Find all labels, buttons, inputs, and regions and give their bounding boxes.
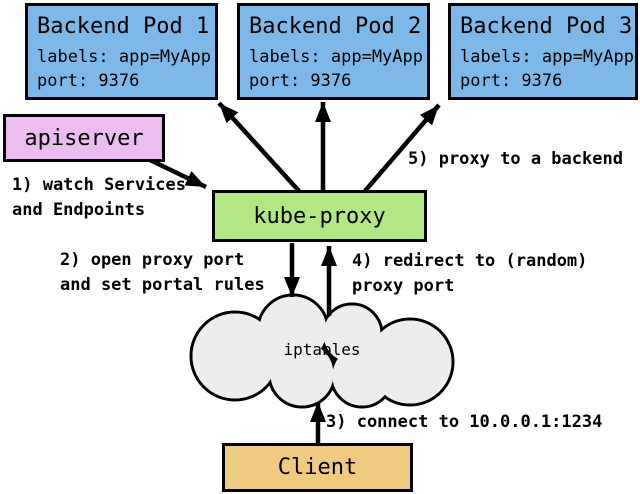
annotation-redirect-line1: 4) redirect to (random) xyxy=(352,251,588,271)
annotation-open-proxy-port: 2) open proxy port and set portal rules xyxy=(60,248,265,298)
arrow-apiserver-to-kubeproxy xyxy=(149,157,207,190)
kube-proxy-label: kube-proxy xyxy=(253,203,386,229)
apiserver-box: apiserver xyxy=(3,114,165,162)
kube-proxy-box: kube-proxy xyxy=(212,190,427,242)
annotation-redirect-line2: proxy port xyxy=(352,276,455,296)
backend-pod-1-labels: labels: app=MyApp xyxy=(37,47,211,67)
arrow-kubeproxy-to-pod1 xyxy=(217,101,301,193)
annotation-redirect: 4) redirect to (random) proxy port xyxy=(352,249,587,299)
apiserver-label: apiserver xyxy=(24,125,144,151)
iptables-label: iptables xyxy=(283,340,361,359)
annotation-open-proxy-port-line1: 2) open proxy port xyxy=(60,250,245,270)
backend-pod-2-box: Backend Pod 2 labels: app=MyApp port: 93… xyxy=(237,3,430,100)
annotation-watch-services-line1: 1) watch Services xyxy=(12,175,186,195)
annotation-proxy-to-backend: 5) proxy to a backend xyxy=(408,149,623,169)
backend-pod-3-labels: labels: app=MyApp xyxy=(460,47,634,67)
backend-pod-1-title: Backend Pod 1 xyxy=(37,14,210,39)
arrow-kubeproxy-to-pod3 xyxy=(363,103,441,193)
backend-pod-3-box: Backend Pod 3 labels: app=MyApp port: 93… xyxy=(448,3,638,100)
backend-pod-3-title: Backend Pod 3 xyxy=(460,14,633,39)
client-box: Client xyxy=(222,443,413,492)
iptables-cloud-shape xyxy=(189,293,455,409)
annotation-watch-services: 1) watch Services and Endpoints xyxy=(12,173,186,223)
annotation-open-proxy-port-line2: and set portal rules xyxy=(60,275,265,295)
backend-pod-2-title: Backend Pod 2 xyxy=(249,14,422,39)
backend-pod-1-box: Backend Pod 1 labels: app=MyApp port: 93… xyxy=(25,3,218,100)
annotation-watch-services-line2: and Endpoints xyxy=(12,200,146,220)
backend-pod-2-port: port: 9376 xyxy=(249,71,352,91)
annotation-connect: 3) connect to 10.0.0.1:1234 xyxy=(326,412,603,432)
backend-pod-1-port: port: 9376 xyxy=(37,71,140,91)
backend-pod-3-port: port: 9376 xyxy=(460,71,563,91)
backend-pod-2-labels: labels: app=MyApp xyxy=(249,47,423,67)
client-label: Client xyxy=(277,455,358,480)
